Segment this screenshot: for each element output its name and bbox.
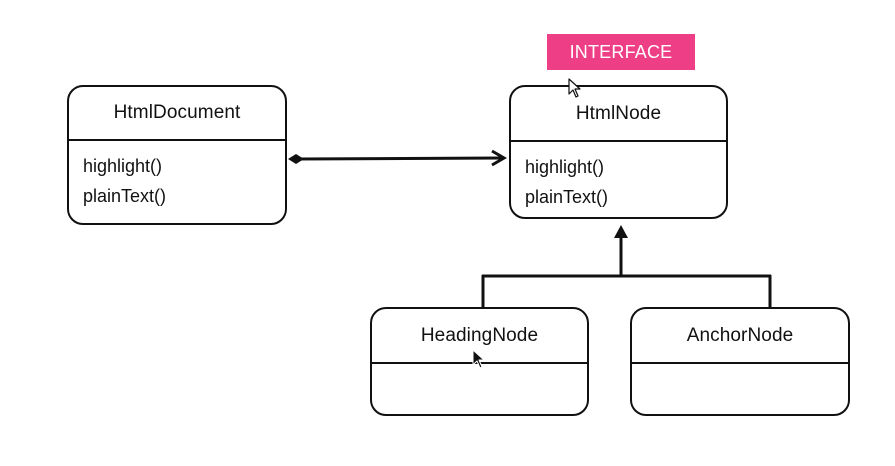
class-box-html-node[interactable]: HtmlNode highlight() plainText() — [509, 85, 728, 219]
composition-line — [296, 156, 503, 161]
composition-connector — [288, 149, 507, 167]
interface-badge-label: INTERFACE — [569, 41, 673, 62]
class-name-html-node: HtmlNode — [575, 102, 662, 124]
class-box-html-document[interactable]: HtmlDocument highlight() plainText() — [67, 85, 287, 225]
class-name-compartment: AnchorNode — [632, 309, 848, 364]
mouse-cursor-icon — [568, 78, 581, 98]
inheritance-connector — [481, 225, 772, 309]
class-methods-compartment: highlight() plainText() — [511, 142, 726, 212]
composition-diamond-marker — [288, 154, 304, 164]
method-plain-text: plainText() — [525, 187, 609, 207]
class-name-compartment: HtmlDocument — [69, 87, 285, 141]
mouse-cursor-icon — [472, 349, 485, 369]
class-name-compartment: HtmlNode — [511, 87, 726, 142]
class-name-anchor-node: AnchorNode — [686, 324, 794, 346]
class-name-html-document: HtmlDocument — [113, 102, 241, 123]
method-highlight: highlight() — [525, 157, 605, 177]
class-name-heading-node: HeadingNode — [420, 324, 539, 346]
class-methods-compartment: highlight() plainText() — [69, 141, 285, 211]
interface-badge: INTERFACE — [547, 34, 695, 70]
inheritance-arrowhead-marker — [614, 225, 628, 238]
arrowhead-open-marker — [491, 149, 507, 167]
class-methods-compartment — [632, 364, 848, 374]
method-plain-text: plainText() — [83, 186, 167, 206]
method-highlight: highlight() — [83, 156, 163, 176]
class-box-anchor-node[interactable]: AnchorNode — [630, 307, 850, 416]
